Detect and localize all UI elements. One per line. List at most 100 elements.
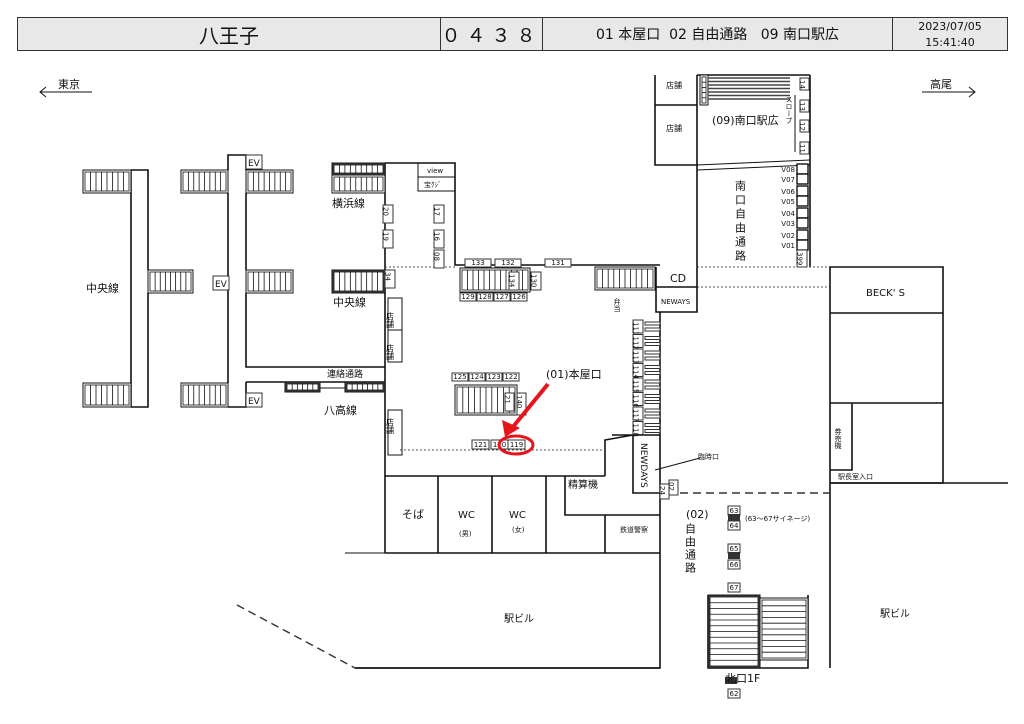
direction-label-tokyo: 東京 xyxy=(58,77,80,91)
vending-machine: V04 xyxy=(781,207,809,219)
cd-atm: CD xyxy=(670,272,686,285)
station-code-cell: ０４３８ xyxy=(440,17,543,51)
gate-barrier xyxy=(644,365,661,369)
gate-barrier xyxy=(644,356,661,361)
vending-machine: V03 xyxy=(781,217,809,229)
label-free-passage-number: (02) xyxy=(686,508,709,521)
gate-barrier xyxy=(644,429,661,433)
arrow-head-icon xyxy=(502,420,520,437)
ticket-gate: 16 xyxy=(433,229,445,249)
gate-number: 64 xyxy=(730,522,739,530)
ticket-gate: 125 xyxy=(451,372,469,382)
gate-number: 140 xyxy=(515,395,523,408)
gate-number: 17 xyxy=(433,207,441,216)
escalator-hachiko-2 xyxy=(344,381,386,393)
gate-number: 66 xyxy=(730,561,739,569)
label-honya-exit: (01)本屋口 xyxy=(546,367,602,381)
gate-number: 16 xyxy=(433,232,441,241)
wc-men: WC xyxy=(458,510,475,521)
label-free-passage: 自由通路 xyxy=(684,523,697,575)
view-shop: view xyxy=(427,167,443,175)
stairs-2-1 xyxy=(180,169,229,194)
stairs-north xyxy=(759,597,809,661)
elevator-2: EV xyxy=(212,275,230,291)
gate-number: 34 xyxy=(384,272,392,281)
label-south-passage: 南口自由通路 xyxy=(734,180,747,264)
label-hachiko-line: 八高線 xyxy=(324,403,357,417)
ticket-gate: 17 xyxy=(433,204,445,224)
gate-number: 128 xyxy=(478,293,491,301)
stationmaster-entrance: 駅長室入口 xyxy=(838,472,873,481)
gate-number: 19 xyxy=(382,232,390,241)
arrow-left-icon xyxy=(39,86,92,98)
timestamp-cell: 2023/07/05 15:41:40 xyxy=(892,17,1008,51)
ticket-gate: 34 xyxy=(384,269,396,289)
escalator-north xyxy=(707,594,761,669)
gate-barrier xyxy=(644,327,661,332)
escalator-chuo xyxy=(331,269,386,294)
gate-barrier xyxy=(644,371,661,375)
gate-number: 125 xyxy=(453,373,466,381)
railway-police: 鉄道警察 xyxy=(620,525,648,534)
ticket-gate: 126 xyxy=(510,292,528,302)
north-exit-label: 北口1F xyxy=(725,672,760,685)
wc-women-label: (女) xyxy=(512,525,525,534)
direction-takao: 高尾 xyxy=(922,77,976,98)
gate-barrier xyxy=(644,321,661,326)
ticket-gate: 111 xyxy=(632,319,644,335)
stairs-south-plaza xyxy=(708,77,790,100)
ticket-gate: 124 xyxy=(468,372,486,382)
wc-men-label: (男) xyxy=(459,530,472,538)
platform-walls xyxy=(130,74,1008,669)
gate-number: 134 xyxy=(508,274,516,288)
newdays-shop: NEWDAYS xyxy=(638,443,648,488)
gate-number: 116 xyxy=(632,395,640,409)
ticket-gate: 116 xyxy=(632,392,644,409)
gate-number: 62 xyxy=(730,690,739,698)
gate-number: 126 xyxy=(512,293,526,301)
station-name-cell: 八王子 xyxy=(17,17,441,51)
gate-barrier xyxy=(644,400,661,404)
label-yokohama-line: 横浜線 xyxy=(332,196,365,210)
gate-number: 24 xyxy=(658,486,666,495)
neways-shop: NEWAYS xyxy=(661,298,691,306)
vending-label: V05 xyxy=(781,198,795,206)
stairs-east xyxy=(594,266,656,291)
escalator-hachiko-1 xyxy=(284,381,321,393)
soba-shop: そば xyxy=(402,508,424,521)
gate-number: 118 xyxy=(632,424,640,437)
ticket-gate: 20 xyxy=(382,204,394,224)
vending-machine: V06 xyxy=(781,185,809,197)
stairs-chuo-3 xyxy=(147,269,194,294)
gate-barrier xyxy=(644,408,661,413)
stairs-2-2 xyxy=(245,169,294,194)
ticket-gate: 128 xyxy=(476,292,494,302)
gate-number: 14 xyxy=(798,80,806,89)
elevator-label: EV xyxy=(215,280,228,290)
gate-barrier xyxy=(644,342,661,346)
ticket-gate: 02 xyxy=(667,479,679,496)
signage-icon xyxy=(728,514,740,521)
time: 15:41:40 xyxy=(925,35,975,49)
gate-number: 13 xyxy=(798,102,806,111)
ticket-gate: 66 xyxy=(727,559,741,570)
label-chuo-line: 中央線 xyxy=(333,295,366,309)
arrow-right-icon xyxy=(922,86,976,98)
vending-label: V03 xyxy=(781,220,795,228)
ticket-gate: 118 xyxy=(632,421,644,437)
gate-number: 67 xyxy=(730,584,739,592)
direction-tokyo: 東京 xyxy=(39,77,92,98)
gate-barrier xyxy=(644,350,661,355)
label-chuo-line-left: 中央線 xyxy=(86,281,119,295)
date: 2023/07/05 xyxy=(918,19,982,33)
vending-machine: V02 xyxy=(781,229,809,241)
ticket-gate: 131 xyxy=(544,258,572,268)
becks-shop: BECK' S xyxy=(866,288,905,299)
stairs-2-3 xyxy=(245,269,294,294)
ticket-gate: 08 xyxy=(433,249,445,269)
gate-number: 08 xyxy=(433,252,441,261)
gate-number: 127 xyxy=(495,293,508,301)
gate-number: 112 xyxy=(632,337,640,350)
